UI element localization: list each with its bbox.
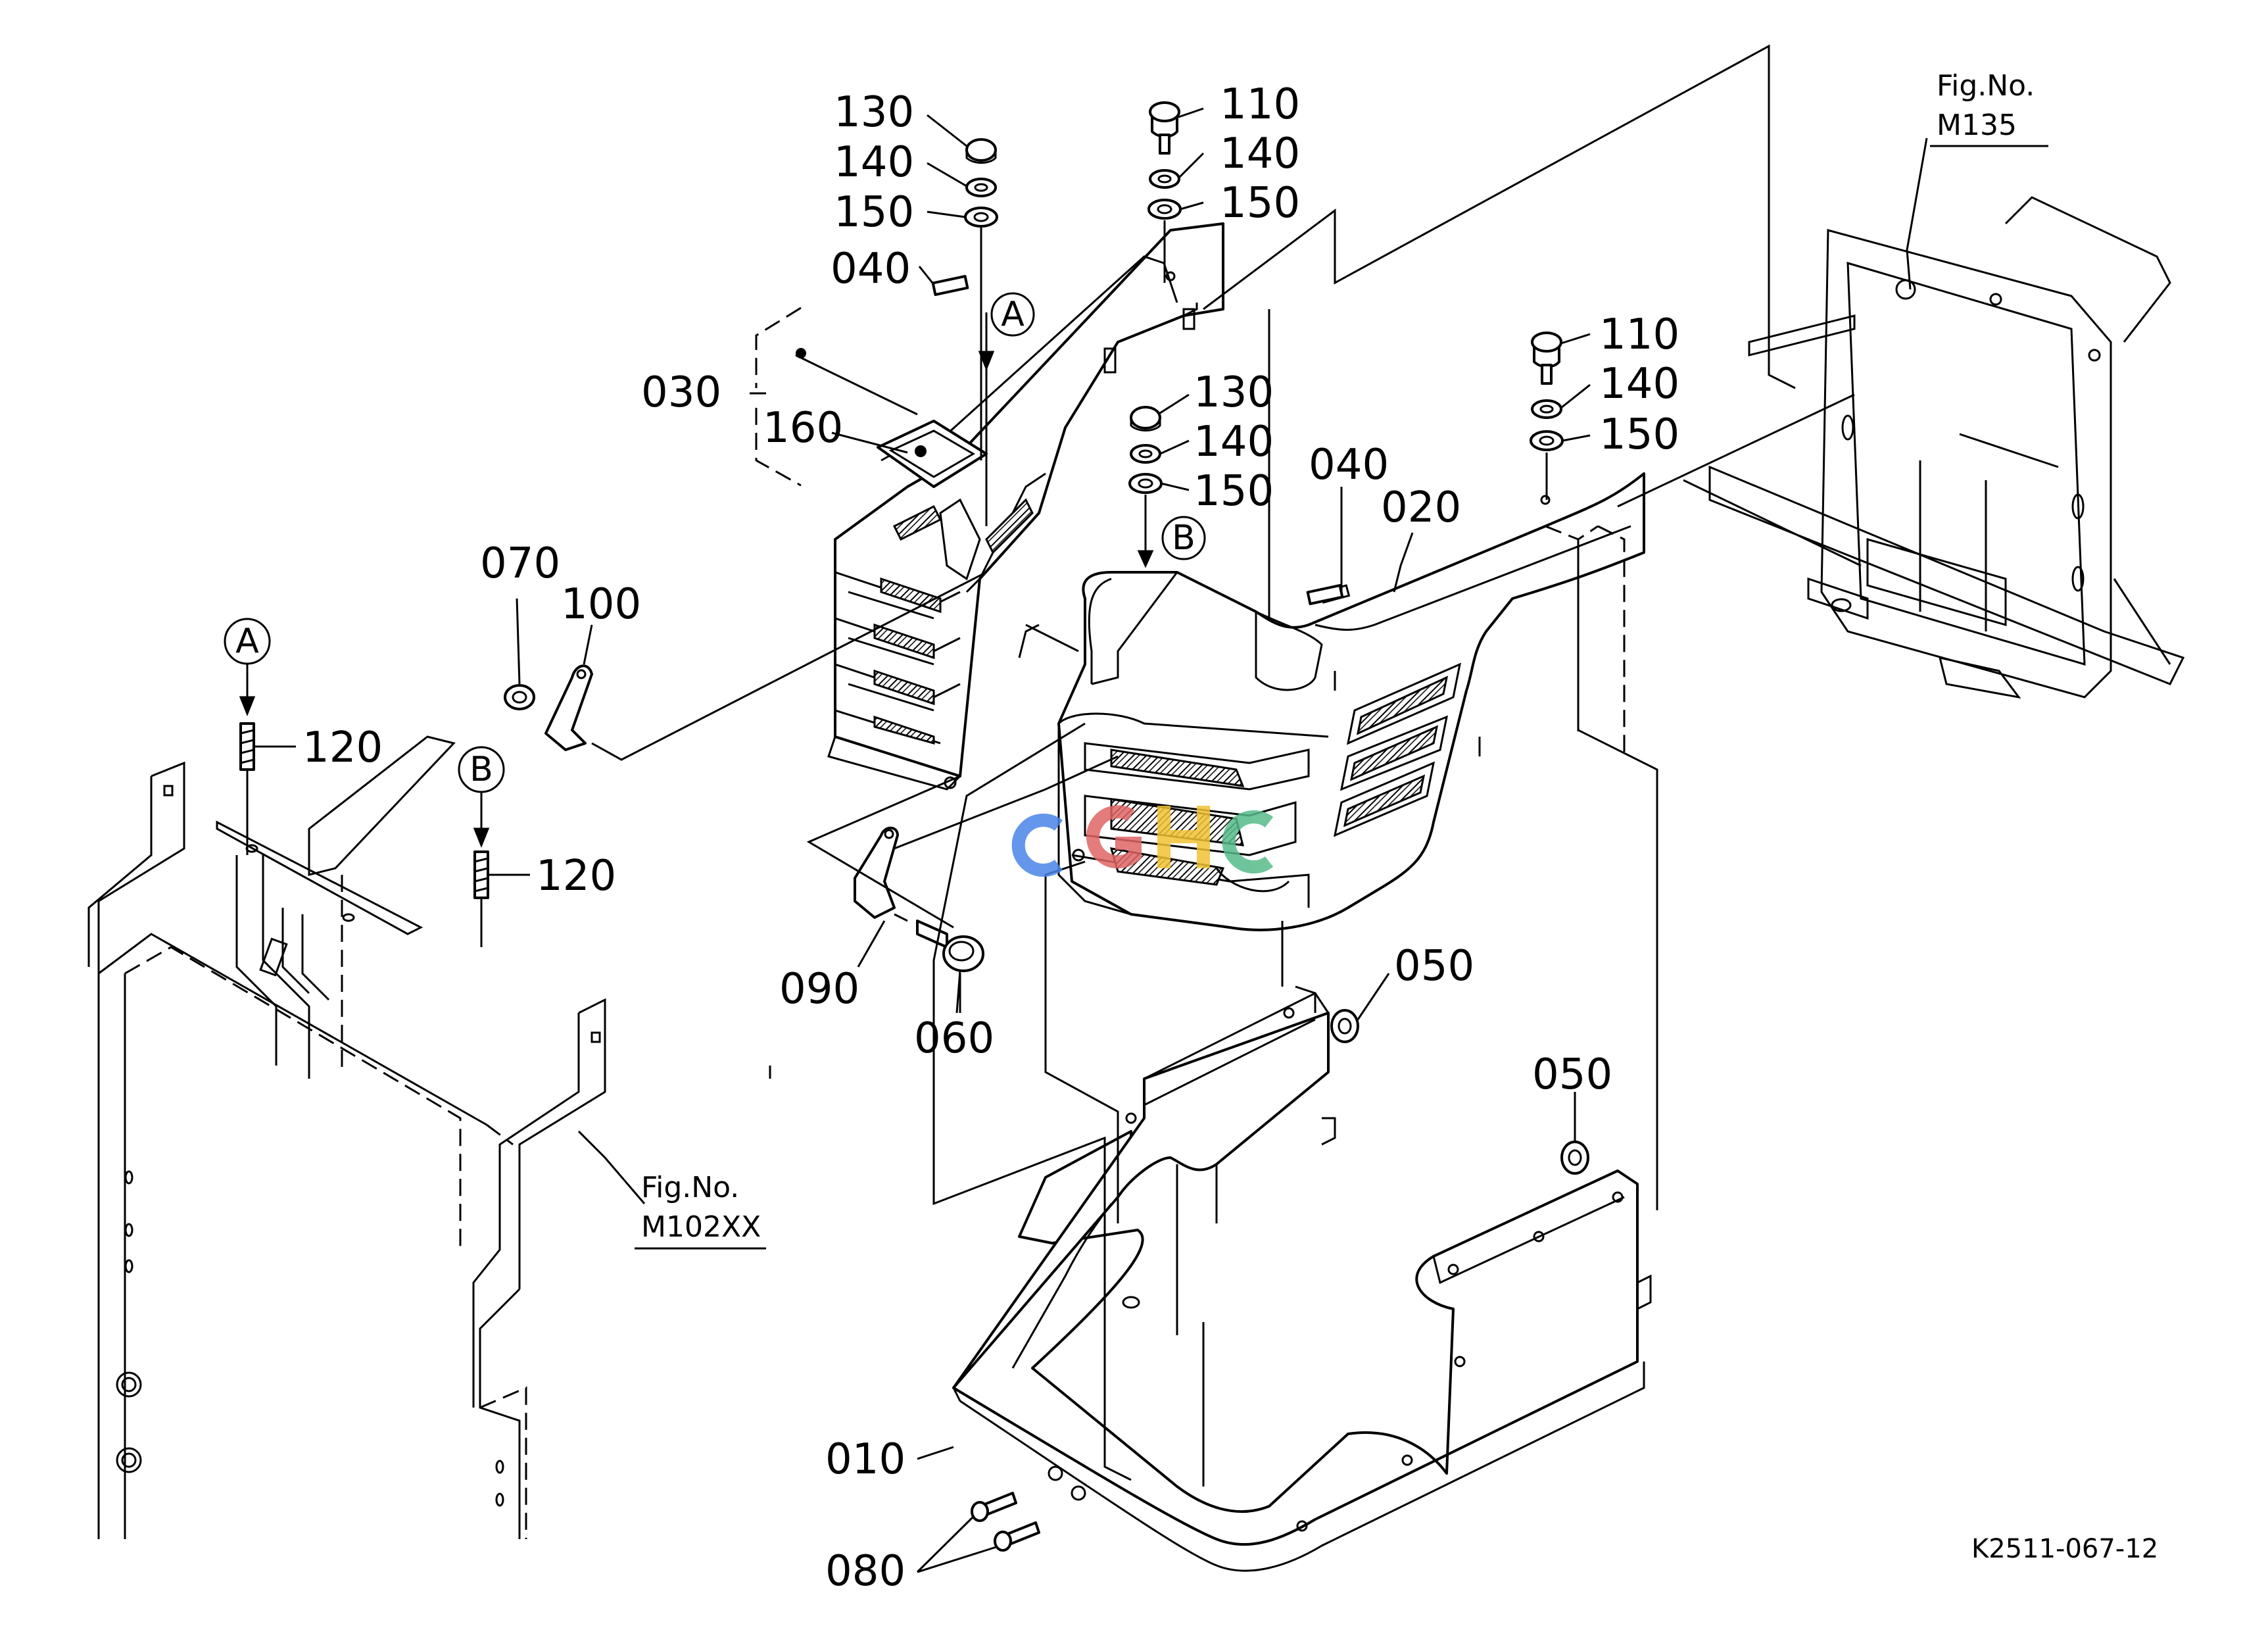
marker-b-top: B (1137, 516, 1206, 568)
callout-140-d: 140 (1599, 360, 1679, 408)
callout-060: 060 (914, 1014, 994, 1063)
callout-020: 020 (1381, 483, 1461, 532)
fig-ref-right: Fig.No. M135 (1930, 69, 2048, 147)
part-100-bracket (544, 664, 593, 751)
part-040-strip-right (1306, 583, 1344, 606)
callout-140-c: 140 (1194, 418, 1274, 466)
leader-lines (254, 107, 1928, 1573)
part-040-strip-left (931, 274, 969, 297)
callout-110-b: 110 (1599, 310, 1679, 359)
callout-040-b: 040 (1309, 441, 1389, 489)
callout-160: 160 (763, 404, 843, 453)
callout-120-b: 120 (536, 852, 616, 900)
part-080-screws (971, 1492, 1040, 1552)
part-050-grommets (1330, 1009, 1589, 1175)
diagram-code: K2511-067-12 (1971, 1534, 2158, 1564)
marker-a-top: A (978, 292, 1035, 372)
front-frame (87, 735, 606, 1539)
svg-text:Fig.No.: Fig.No. (641, 1171, 739, 1204)
callout-010: 010 (825, 1435, 905, 1484)
callout-110-a: 110 (1220, 80, 1300, 129)
callout-030: 030 (641, 368, 721, 417)
dot-160 (915, 445, 927, 457)
callout-150-d: 150 (1599, 410, 1679, 459)
fastener-stack-right (1530, 332, 1564, 451)
fastener-stack-left (964, 138, 998, 228)
marker-a-left: A (224, 618, 271, 717)
assembly-lines (246, 44, 1862, 1487)
rear-frame (1708, 196, 2185, 699)
callout-130-a: 130 (834, 88, 914, 137)
svg-text:A: A (235, 622, 259, 661)
svg-text:B: B (1172, 518, 1195, 558)
dot-030a (796, 348, 806, 358)
svg-text:M135: M135 (1937, 109, 2017, 142)
callout-140-b: 140 (1220, 130, 1300, 178)
part-070-nut (504, 684, 535, 710)
callout-100: 100 (561, 580, 641, 629)
fastener-stack-middle-top (1147, 101, 1182, 220)
svg-text:B: B (470, 750, 493, 789)
watermark-logo (1011, 805, 1274, 877)
callout-labels: 130 140 150 040 030 160 110 140 150 130 … (302, 80, 1679, 1596)
fastener-stack-middle (1128, 406, 1163, 494)
callout-050-b: 050 (1532, 1050, 1612, 1099)
part-060-bolt (916, 920, 984, 972)
callout-050-a: 050 (1394, 942, 1474, 991)
part-090-bracket (854, 826, 899, 919)
callout-040-a: 040 (831, 245, 911, 293)
fig-ref-left: Fig.No. M102XX (635, 1171, 766, 1250)
callout-150-c: 150 (1194, 467, 1274, 516)
svg-text:Fig.No.: Fig.No. (1937, 69, 2035, 103)
callout-150-a: 150 (834, 188, 914, 237)
callout-080: 080 (825, 1547, 905, 1596)
callout-120-a: 120 (302, 724, 383, 772)
callout-070: 070 (480, 539, 560, 588)
callout-130-b: 130 (1194, 368, 1274, 417)
svg-text:A: A (1001, 295, 1025, 334)
bracket-030 (755, 307, 802, 487)
marker-b-left: B (458, 746, 505, 848)
callout-150-b: 150 (1220, 179, 1300, 228)
svg-text:M102XX: M102XX (641, 1210, 761, 1244)
callout-090: 090 (779, 965, 859, 1014)
part-030-front-grille (827, 222, 1224, 791)
callout-140-a: 140 (834, 138, 914, 187)
